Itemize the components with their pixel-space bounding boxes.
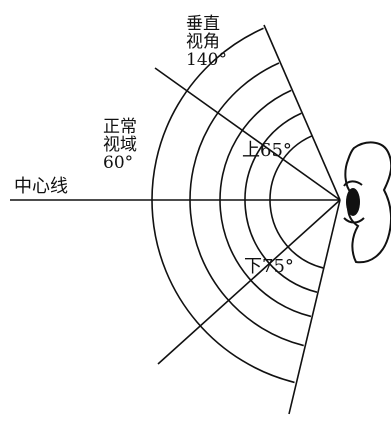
normal-view-lower-boundary: [157, 199, 341, 365]
normal-view-line3: 60°: [103, 153, 134, 173]
normal-view-upper-boundary: [154, 67, 341, 201]
centerline-label: 中心线: [14, 176, 68, 197]
line-group: [10, 24, 341, 415]
upper-angle-label: 上65°: [242, 140, 292, 161]
lower-angle-label: 下75°: [244, 256, 294, 277]
lower-eyelid: [343, 217, 365, 224]
view-arc-1: [151, 27, 295, 384]
view-arc-2: [189, 62, 304, 347]
vertical-view-lower-boundary: [288, 199, 341, 415]
arc-group: [151, 27, 324, 384]
normal-view-label: 正常 视域 60°: [103, 118, 137, 172]
view-arc-3: [219, 89, 312, 318]
vertical-view-line2: 视角: [186, 32, 220, 52]
view-arc-5: [269, 135, 324, 269]
vertical-view-line3: 140°: [186, 50, 227, 70]
vertical-view-upper-boundary: [263, 24, 341, 201]
eye-icon: [343, 141, 391, 264]
upper-eyelid: [343, 180, 363, 187]
vertical-view-line1: 垂直: [186, 14, 220, 34]
view-arc-4: [244, 112, 318, 293]
normal-view-line2: 视域: [103, 135, 137, 155]
pupil-icon: [346, 188, 360, 216]
vertical-view-label: 垂直 视角 140°: [186, 15, 227, 69]
normal-view-line1: 正常: [103, 117, 137, 137]
